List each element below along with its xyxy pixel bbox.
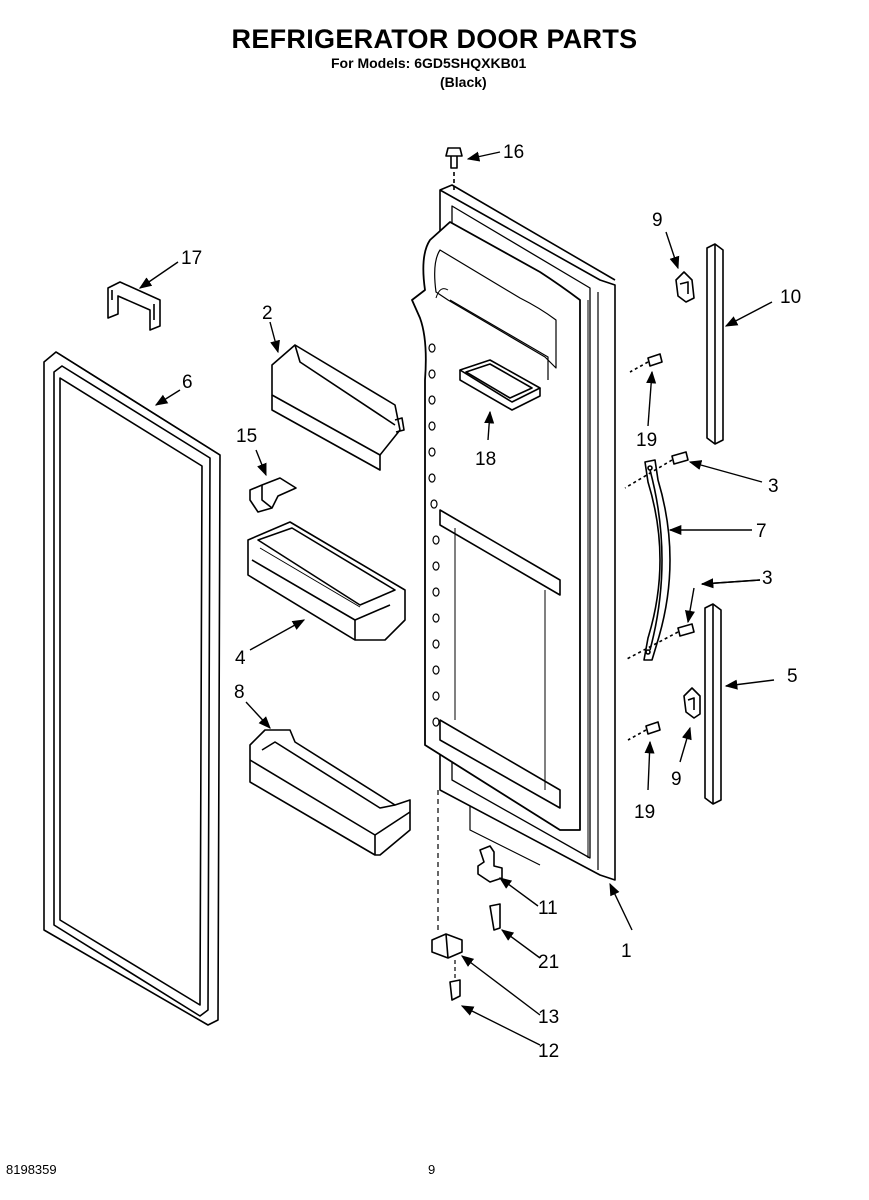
callout-4: 4 [235, 648, 246, 669]
callout-8: 8 [234, 682, 245, 703]
callout-18: 18 [475, 449, 496, 470]
part-5-trim [704, 603, 722, 805]
callout-21: 21 [538, 952, 559, 973]
leader-line-bend [701, 579, 761, 585]
callout-1: 1 [621, 941, 632, 962]
callout-2: 2 [262, 303, 273, 324]
part-17-bracket [107, 281, 161, 331]
callout-11: 11 [538, 898, 558, 919]
part-15-clip [249, 477, 297, 513]
part-9-clip-upper [675, 271, 695, 303]
part-8-door-bin [249, 729, 411, 856]
color-line: (Black) [440, 74, 487, 90]
liner-holes [428, 343, 440, 727]
part-4-door-bin [247, 521, 406, 641]
callout-7: 7 [756, 521, 767, 542]
part-21-screw [489, 903, 501, 931]
part-7-handle [643, 459, 671, 661]
callout-6: 6 [182, 372, 193, 393]
part-9-clip-lower [683, 687, 701, 719]
document-number: 8198359 [6, 1162, 57, 1177]
callout-16: 16 [503, 142, 524, 163]
part-16-screw [445, 147, 463, 190]
callout-15: 15 [236, 426, 257, 447]
part-13-hinge-bracket [431, 933, 463, 959]
part-6-door-gasket [43, 351, 221, 1026]
leader-lines [138, 151, 775, 1046]
part-10-trim [706, 243, 724, 445]
page-title: REFRIGERATOR DOOR PARTS [231, 24, 638, 54]
page-number: 9 [428, 1162, 436, 1177]
callout-9-upper: 9 [652, 210, 663, 231]
door-assembly [411, 184, 616, 881]
part-11-hinge-pin [477, 845, 503, 883]
callout-3-lower: 3 [762, 568, 773, 589]
part-3-screw-lower [624, 623, 695, 661]
callout-13: 13 [538, 1007, 559, 1028]
callout-5: 5 [787, 666, 798, 687]
callout-10: 10 [780, 287, 801, 308]
part-2-shelf-cover [271, 344, 405, 471]
callout-19-lower: 19 [634, 802, 655, 823]
callout-17: 17 [181, 248, 202, 269]
models-line: For Models: 6GD5SHQXKB01 [331, 55, 527, 71]
callout-19-upper: 19 [636, 430, 657, 451]
part-12-screw [449, 979, 461, 1001]
callout-3-upper: 3 [768, 476, 779, 497]
part-18-dairy-compartment [459, 359, 541, 411]
callout-9-lower: 9 [671, 769, 682, 790]
part-19-screw-lower [627, 721, 661, 741]
part-19-screw-upper [629, 353, 663, 373]
part-3-screw-upper [624, 451, 689, 489]
callout-labels: 16 17 2 6 15 4 8 18 9 10 19 3 7 3 5 9 19… [181, 142, 801, 1062]
callout-12: 12 [538, 1041, 559, 1062]
